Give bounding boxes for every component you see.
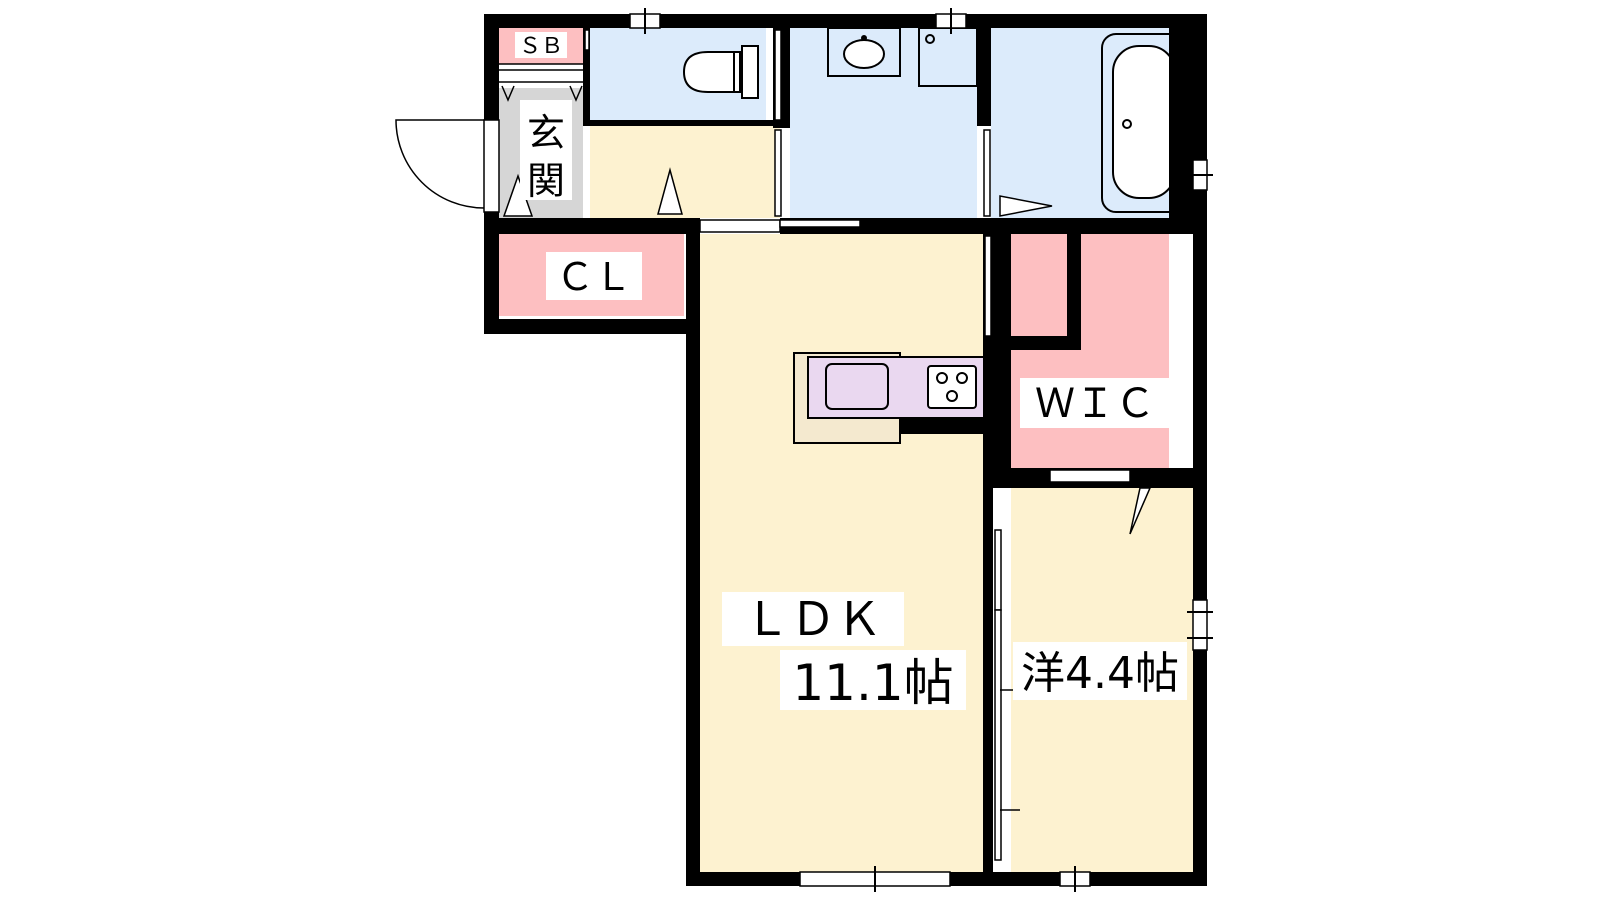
entrance-details xyxy=(499,63,1020,811)
western-room-label: 洋4.4帖 xyxy=(1021,648,1179,699)
washbasin-bowl-icon xyxy=(843,39,885,69)
closet-label-group: ＣＬ xyxy=(546,252,642,300)
kitchen-sink xyxy=(825,363,889,410)
window-mullions xyxy=(644,8,1213,892)
ldk-label-group: ＬＤＫ 11.1帖 xyxy=(722,592,966,712)
shoe-box-label: ＳＢ xyxy=(519,34,563,59)
door-marks xyxy=(502,167,1152,535)
wic-label-group: ＷＩＣ xyxy=(1020,378,1170,428)
burner-icon xyxy=(956,372,968,384)
western-room-label-group: 洋4.4帖 xyxy=(1013,642,1187,700)
entrance-label-1: 玄 xyxy=(527,111,565,155)
ldk-label: ＬＤＫ xyxy=(744,592,882,646)
drain-icon xyxy=(925,34,935,44)
hallway-floor xyxy=(590,126,780,218)
entrance-label-group: 玄 関 xyxy=(520,100,572,203)
entrance-door-swing xyxy=(395,119,485,209)
bath-drain-icon xyxy=(1122,119,1132,129)
washing-machine-space xyxy=(918,27,978,87)
stove-hob xyxy=(927,365,977,409)
closet-label: ＣＬ xyxy=(556,255,632,299)
faucet-icon xyxy=(861,35,867,41)
toilet-tank xyxy=(741,45,759,99)
ldk-size-label: 11.1帖 xyxy=(792,654,953,712)
entrance-label-2: 関 xyxy=(527,159,565,203)
wall-openings xyxy=(483,29,1131,861)
ldk-floor xyxy=(700,234,983,872)
burner-icon xyxy=(936,372,948,384)
wic-small-floor xyxy=(1011,234,1067,337)
toilet-bowl-icon xyxy=(682,51,741,93)
bathtub-icon xyxy=(1112,45,1176,199)
wic-label: ＷＩＣ xyxy=(1035,381,1155,427)
burner-icon xyxy=(946,390,958,402)
shoe-box-label-group: ＳＢ xyxy=(515,32,567,59)
